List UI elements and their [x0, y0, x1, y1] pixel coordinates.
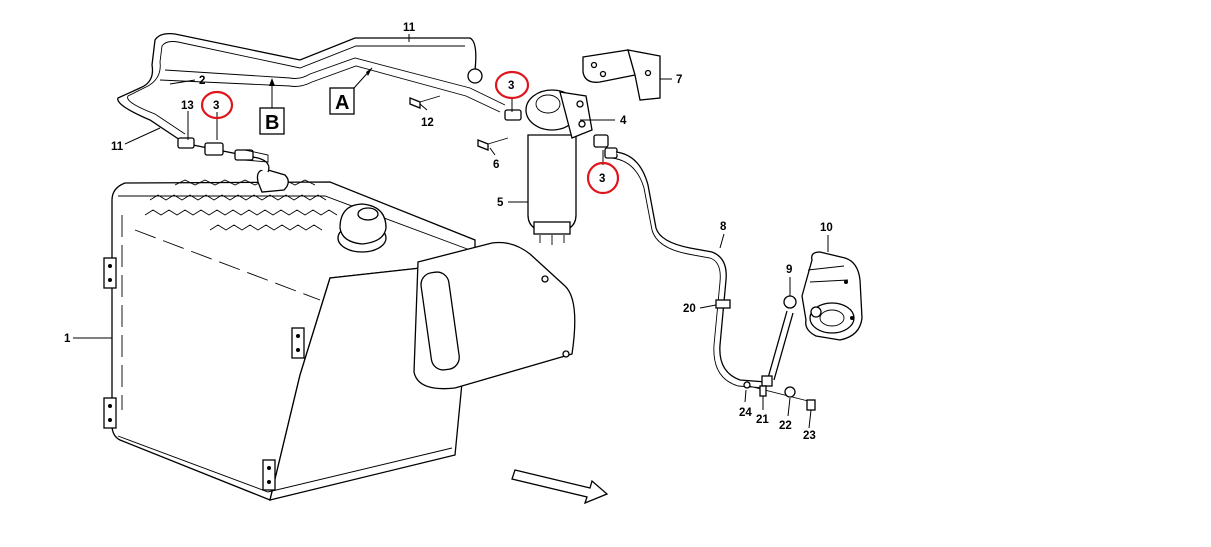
fuel-filter-assembly [409, 89, 618, 245]
fuel-pipe-to-pump [611, 151, 797, 389]
svg-text:B: B [265, 112, 279, 134]
callout-1: 1 [64, 333, 71, 345]
leader-lines [73, 34, 829, 429]
callout-11-top: 11 [403, 22, 416, 34]
tank-bracket [413, 241, 576, 390]
callout-9: 9 [786, 264, 792, 276]
callout-6: 6 [493, 159, 499, 171]
callout-24: 24 [739, 407, 752, 419]
callout-3-right: 3 [599, 173, 605, 185]
view-label-b: B [259, 78, 285, 135]
callout-2: 2 [199, 75, 205, 87]
callout-7: 7 [676, 74, 682, 86]
callout-10: 10 [820, 222, 833, 234]
forward-direction-arrow-icon [511, 469, 609, 505]
svg-text:A: A [335, 92, 349, 114]
callout-5: 5 [497, 197, 504, 209]
callout-22: 22 [779, 420, 792, 432]
callout-21: 21 [756, 414, 769, 426]
view-label-a: A [329, 67, 373, 115]
highlight-ring-3-top [494, 70, 530, 100]
callout-3-top: 3 [508, 80, 514, 92]
callout-numbers: 1 2 3 3 3 4 5 6 7 8 9 10 11 11 12 13 20 … [64, 22, 833, 442]
small-fittings [743, 381, 816, 411]
callout-3-left: 3 [213, 100, 219, 112]
callout-11-left: 11 [111, 141, 124, 153]
highlight-rings [200, 70, 620, 195]
callout-13: 13 [181, 100, 194, 112]
callout-23: 23 [803, 430, 816, 442]
hand-primer-pump [801, 251, 863, 341]
fuel-pipes [117, 32, 506, 173]
mounting-bracket [582, 49, 661, 101]
highlight-ring-3-right [586, 161, 620, 195]
highlight-ring-3-left [200, 90, 234, 120]
callout-12: 12 [421, 117, 434, 129]
callout-4: 4 [620, 115, 627, 127]
callout-8: 8 [720, 221, 727, 233]
callout-20: 20 [683, 303, 696, 315]
